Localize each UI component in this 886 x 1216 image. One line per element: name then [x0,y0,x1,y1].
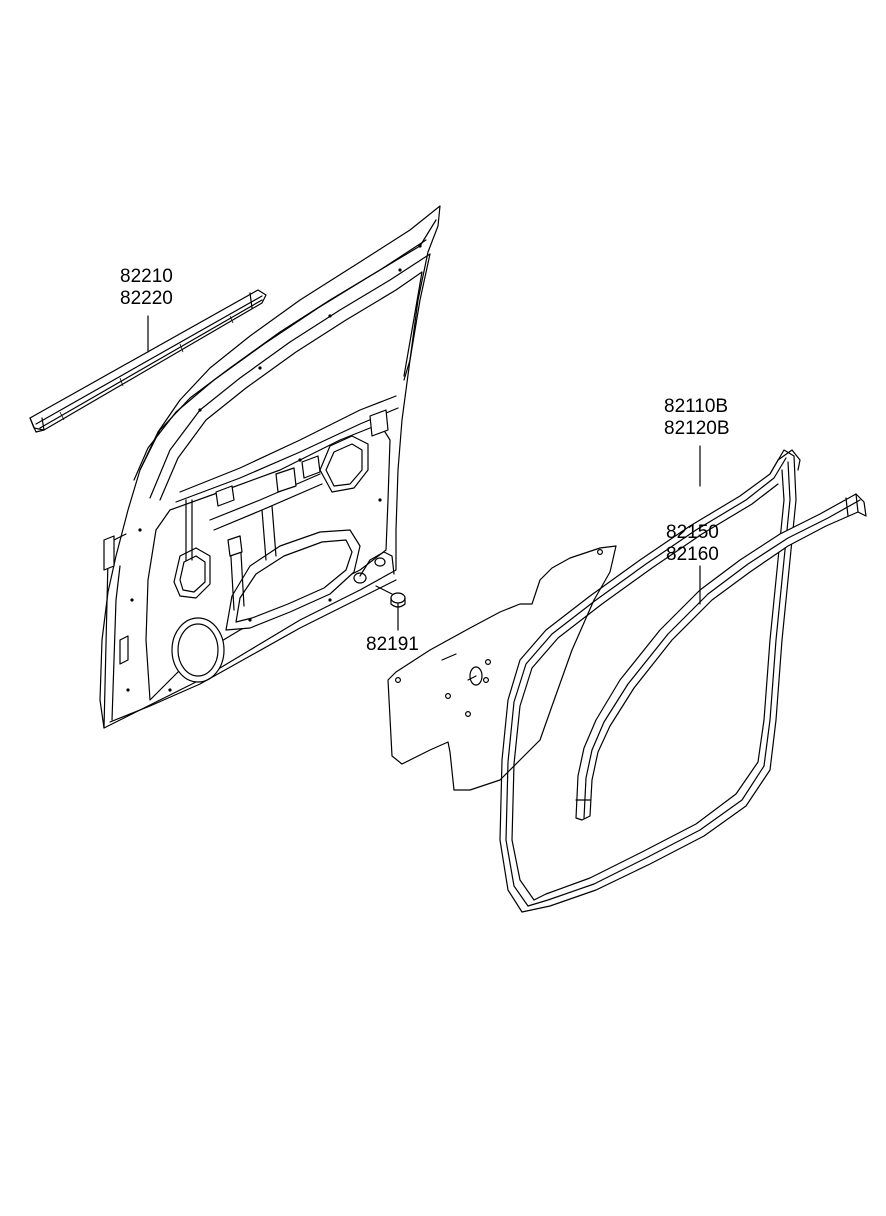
glass-run-part[interactable] [575,493,867,821]
plug-part[interactable] [375,585,406,608]
part-number-82220: 82220 [120,288,173,309]
part-number-82191: 82191 [366,634,419,655]
callout-belt-molding[interactable]: 82210 82220 [120,266,173,310]
part-number-82120b: 82120B [664,418,730,439]
leader-lines [147,315,701,631]
part-number-82150: 82150 [666,522,719,543]
part-number-82210: 82210 [120,266,173,287]
callout-plug[interactable]: 82191 [366,634,419,656]
waterproof-film-part [387,545,617,791]
weatherstrip-part[interactable] [499,449,801,913]
belt-molding-part[interactable] [29,289,267,433]
part-number-82160: 82160 [666,544,719,565]
callout-glass-run[interactable]: 82150 82160 [666,522,719,566]
door-panel-part [99,205,441,729]
part-number-82110b: 82110B [664,396,729,417]
callout-weatherstrip[interactable]: 82110B 82120B [664,396,730,440]
